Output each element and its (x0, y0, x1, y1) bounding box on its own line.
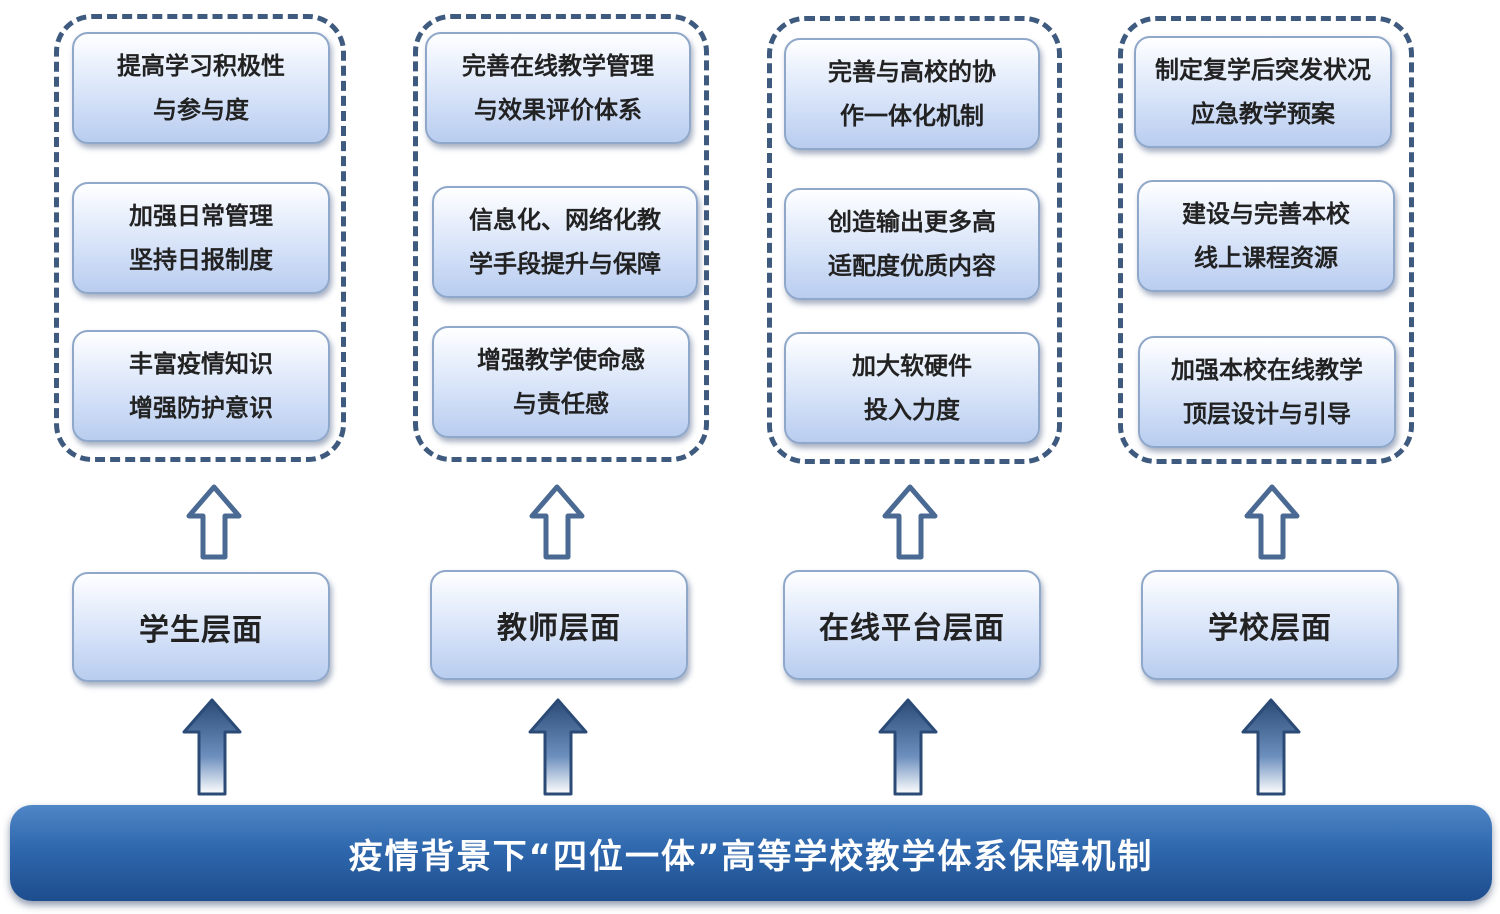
group-school (1118, 16, 1414, 464)
platform-item-2: 创造输出更多高 适配度优质内容 (784, 188, 1040, 300)
level-platform: 在线平台层面 (783, 570, 1041, 680)
up-arrow-icon (1244, 484, 1300, 560)
teacher-item-3: 增强教学使命感 与责任感 (432, 326, 690, 438)
up-arrow-icon (878, 698, 938, 796)
group-platform (767, 16, 1062, 464)
student-item-3: 丰富疫情知识 增强防护意识 (72, 330, 330, 442)
level-student: 学生层面 (72, 572, 330, 682)
school-item-1: 制定复学后突发状况 应急教学预案 (1134, 36, 1392, 148)
school-item-3: 加强本校在线教学 顶层设计与引导 (1138, 336, 1396, 448)
up-arrow-icon (529, 484, 585, 560)
up-arrow-icon (182, 698, 242, 796)
group-student (54, 14, 346, 462)
teacher-item-1: 完善在线教学管理 与效果评价体系 (425, 32, 691, 144)
level-school: 学校层面 (1141, 570, 1399, 680)
student-item-1: 提高学习积极性 与参与度 (72, 32, 330, 144)
teacher-item-2: 信息化、网络化教 学手段提升与保障 (432, 186, 698, 298)
up-arrow-icon (882, 484, 938, 560)
up-arrow-icon (186, 484, 242, 560)
group-teacher (413, 14, 709, 462)
student-item-2: 加强日常管理 坚持日报制度 (72, 182, 330, 294)
school-item-2: 建设与完善本校 线上课程资源 (1137, 180, 1395, 292)
platform-item-1: 完善与高校的协 作一体化机制 (784, 38, 1040, 150)
up-arrow-icon (1241, 698, 1301, 796)
mechanism-banner: 疫情背景下“四位一体”高等学校教学体系保障机制 (10, 805, 1492, 901)
up-arrow-icon (528, 698, 588, 796)
platform-item-3: 加大软硬件 投入力度 (784, 332, 1040, 444)
level-teacher: 教师层面 (430, 570, 688, 680)
